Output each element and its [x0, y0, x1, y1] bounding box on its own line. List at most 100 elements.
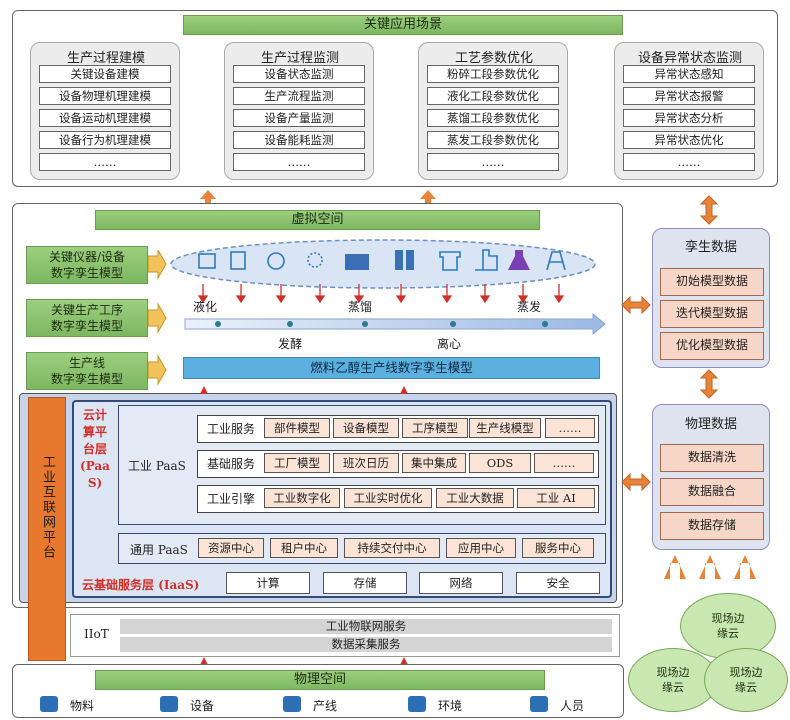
meter-icon — [230, 251, 246, 270]
general-paas-item: 应用中心 — [446, 538, 516, 558]
up-arrow — [200, 190, 216, 204]
paas-item: 工业数字化 — [264, 488, 340, 508]
up-arrow-icon — [664, 555, 686, 579]
label-arrows — [148, 250, 167, 386]
double-arrow-icon — [699, 369, 719, 399]
physical-item-label: 人员 — [560, 699, 585, 713]
iaas-label: 云基础服务层 (IaaS) — [82, 578, 200, 592]
yellow-arrow-icon — [148, 302, 167, 334]
production-line-icon — [283, 696, 301, 712]
process-twin-label: 关键生产工序 数字孪生模型 — [26, 299, 148, 337]
general-paas-item: 资源中心 — [198, 538, 264, 558]
double-arrow-icon — [621, 472, 651, 492]
platform-vertical-bar — [28, 397, 66, 661]
hydrant-icon — [160, 696, 178, 712]
scenario-item: 异常状态感知 — [623, 65, 755, 83]
scenario-card: 生产过程建模关键设备建模设备物理机理建模设备运动机理建模设备行为机理建模…… — [30, 42, 180, 180]
process-twin-text: 关键生产工序 数字孪生模型 — [50, 303, 123, 333]
scenario-item: …… — [233, 153, 365, 171]
scenario-item: 设备运动机理建模 — [39, 109, 171, 127]
twin-data-title: 孪生数据 — [684, 240, 737, 255]
sensor-icon — [198, 253, 216, 269]
industrial-paas-label: 工业 PaaS — [128, 459, 186, 473]
paas-row-label: 工业服务 — [207, 422, 256, 436]
equipment-icons-ellipse — [170, 239, 606, 336]
scenario-item: 生产流程监测 — [233, 87, 365, 105]
valve-icon — [307, 252, 323, 268]
up-arrow — [420, 190, 436, 204]
double-arrow-icon — [699, 195, 719, 225]
iaas-item: 计算 — [226, 572, 310, 594]
paas-row-label: 基础服务 — [207, 457, 256, 471]
scenario-card-title: 工艺参数优化 — [454, 51, 533, 66]
process-distillation: 蒸馏 — [348, 300, 373, 314]
paas-item: ODS — [469, 453, 531, 473]
general-paas-item: 租户中心 — [270, 538, 338, 558]
scenario-item: 粉碎工段参数优化 — [427, 65, 559, 83]
paas-item: 部件模型 — [264, 418, 330, 438]
process-node — [215, 321, 221, 327]
container-icon — [345, 254, 369, 270]
scenario-item: 设备物理机理建模 — [39, 87, 171, 105]
scenario-item: 异常状态优化 — [623, 131, 755, 149]
process-fermentation: 发酵 — [278, 337, 303, 351]
scenario-item: 蒸发工段参数优化 — [427, 131, 559, 149]
paas-item: 工厂模型 — [264, 453, 330, 473]
physical-item-label: 产线 — [313, 699, 338, 713]
up-arrow-icon — [734, 555, 756, 579]
cart-icon — [40, 696, 58, 712]
process-node — [362, 321, 368, 327]
equipment-twin-text: 关键仪器/设备 数字孪生模型 — [48, 250, 126, 280]
paas-item: 班次日历 — [333, 453, 399, 473]
scenario-item: 液化工段参数优化 — [427, 87, 559, 105]
up-arrow-icon — [699, 555, 721, 579]
iiot-service-1: 工业物联网服务 — [120, 619, 612, 634]
iaas-item: 存储 — [323, 572, 407, 594]
twin-data-item: 优化模型数据 — [660, 332, 764, 360]
scenario-card-title: 生产过程建模 — [66, 51, 145, 66]
paas-item: 工业 AI — [517, 488, 595, 508]
physical-data-title: 物理数据 — [684, 417, 737, 432]
reactor-icon — [475, 249, 498, 271]
process-node — [287, 321, 293, 327]
physical-space-title: 物理空间 — [95, 670, 545, 690]
distiller-icon — [546, 251, 566, 271]
twin-data-item: 初始模型数据 — [660, 268, 764, 296]
edge-cloud-label: 现场边 缘云 — [729, 666, 763, 694]
general-paas-item: 服务中心 — [522, 538, 594, 558]
gauge-icon — [267, 252, 285, 270]
people-icon — [530, 696, 548, 712]
scenario-item: 蒸馏工段参数优化 — [427, 109, 559, 127]
environment-icon — [408, 696, 426, 712]
process-axis-arrow — [184, 312, 606, 336]
scenarios-title: 关键应用场景 — [183, 15, 623, 35]
yellow-arrow-icon — [148, 250, 167, 280]
physical-item-label: 设备 — [190, 699, 215, 713]
double-arrow-icon — [621, 295, 651, 315]
scenario-item: 设备能耗监测 — [233, 131, 365, 149]
arrows-right-side — [621, 195, 756, 579]
scenario-item: 异常状态分析 — [623, 109, 755, 127]
process-evaporation: 蒸发 — [517, 300, 542, 314]
scenario-item: 设备产量监测 — [233, 109, 365, 127]
scenario-card: 设备异常状态监测异常状态感知异常状态报警异常状态分析异常状态优化…… — [614, 42, 764, 180]
scenario-card-title: 设备异常状态监测 — [637, 51, 742, 66]
twin-data-item: 迭代模型数据 — [660, 300, 764, 328]
process-node — [542, 321, 548, 327]
scenario-item: 设备状态监测 — [233, 65, 365, 83]
iiot-label: IIoT — [84, 627, 109, 641]
scenario-item: …… — [427, 153, 559, 171]
scenario-card-title: 生产过程监测 — [260, 51, 339, 66]
paas-item: 工业大数据 — [436, 488, 514, 508]
process-centrifuge: 离心 — [437, 337, 462, 351]
iiot-service-2: 数据采集服务 — [120, 637, 612, 652]
yellow-arrow-icon — [148, 354, 167, 386]
paas-item: 工序模型 — [402, 418, 468, 438]
physical-item-label: 物料 — [70, 699, 95, 713]
paas-row-label: 工业引擎 — [207, 492, 256, 506]
iiot-arrows — [200, 657, 408, 665]
edge-cloud: 现场边 缘云 — [628, 648, 718, 712]
virtual-space-title: 虚拟空间 — [95, 210, 540, 230]
scenario-item: …… — [39, 153, 171, 171]
line-model-bar: 燃料乙醇生产线数字孪生模型 — [183, 357, 600, 379]
